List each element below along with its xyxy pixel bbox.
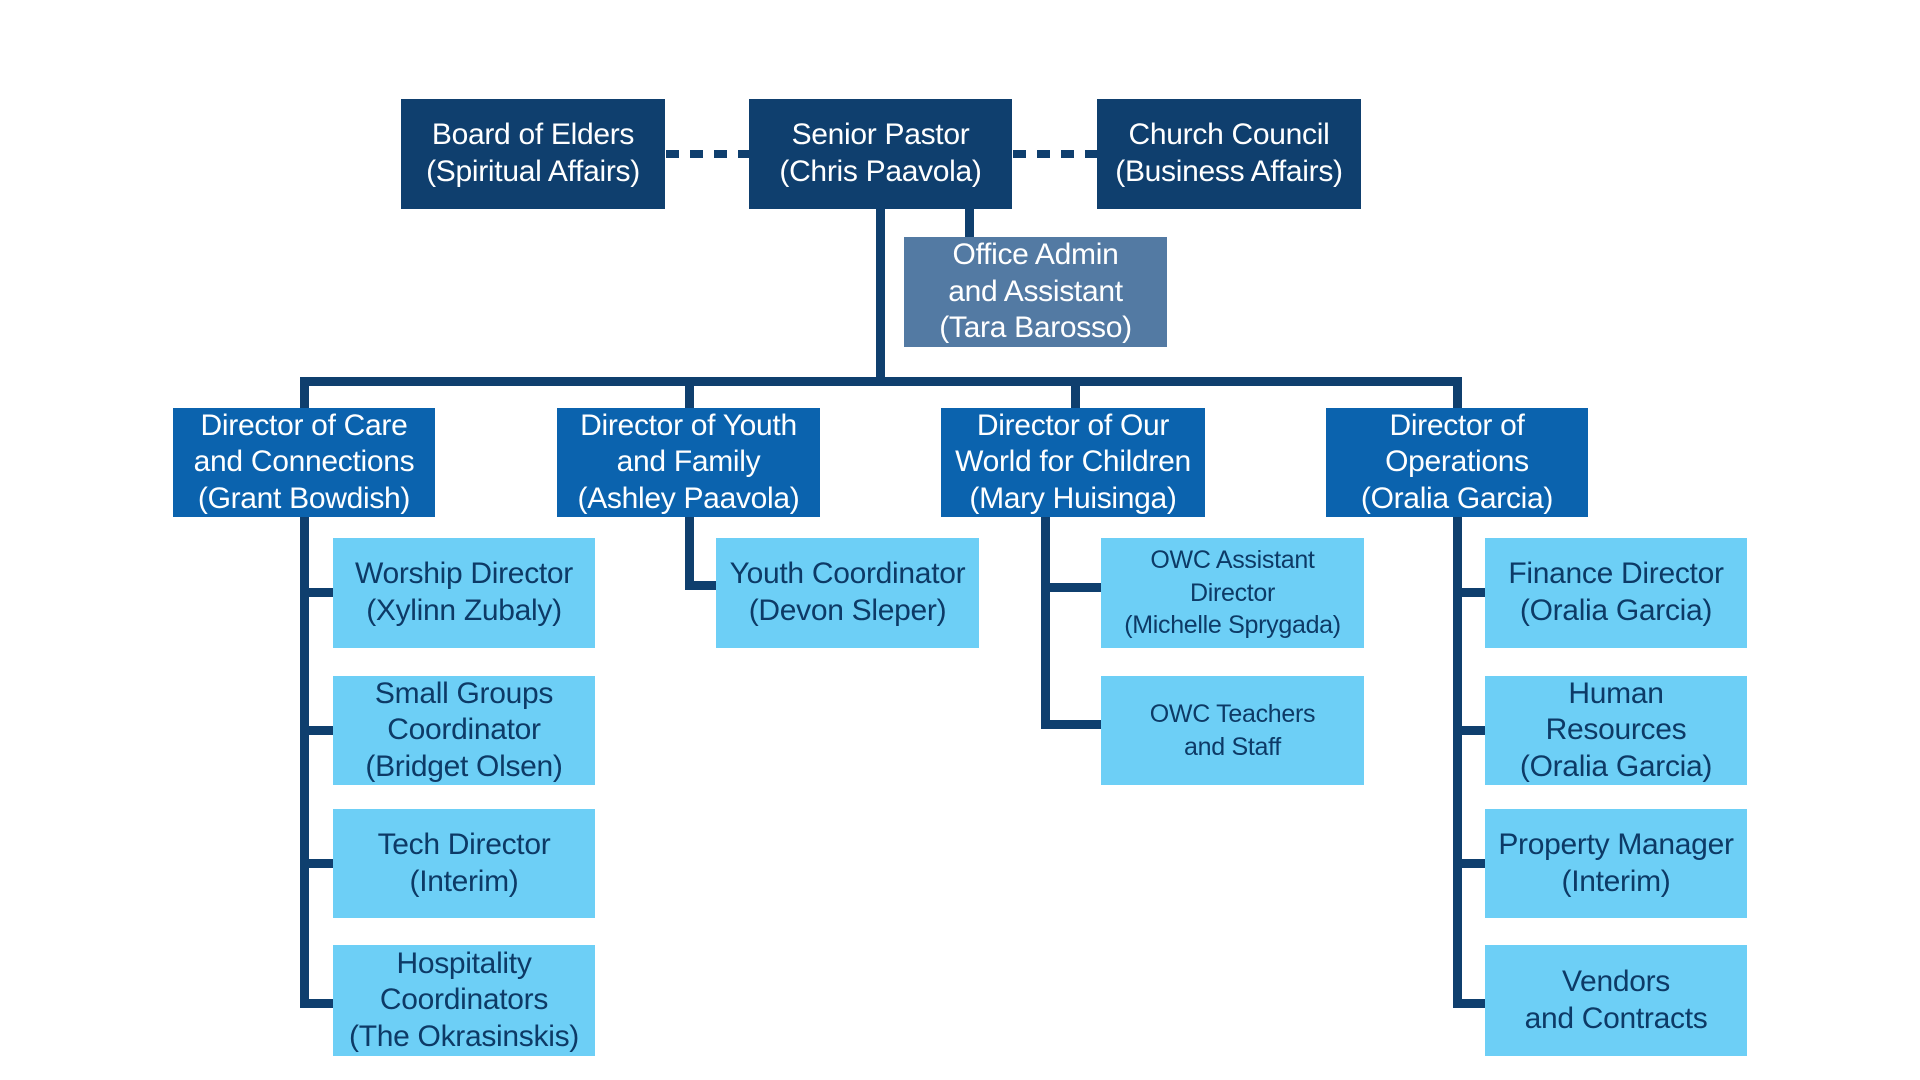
box-line: Human: [1568, 676, 1664, 710]
small-groups-coordinator-box: Small Groups Coordinator (Bridget Olsen): [333, 676, 595, 785]
box-line: and Staff: [1184, 732, 1281, 761]
box-line: and Assistant: [948, 274, 1123, 308]
connector-ops-4: [1453, 999, 1486, 1008]
connector-ops-1: [1453, 588, 1486, 597]
connector-owc-2: [1041, 720, 1102, 729]
connector-care-2: [300, 726, 334, 735]
box-line: Resources: [1545, 713, 1687, 747]
owc-teachers-staff-box: OWC Teachers and Staff: [1101, 676, 1364, 785]
box-line: (Business Affairs): [1115, 155, 1343, 188]
director-youth-box: Director of Youth and Family (Ashley Paa…: [557, 408, 820, 517]
box-line: World for Children: [955, 445, 1191, 479]
box-line: (Ashley Paavola): [577, 481, 800, 515]
box-line: (Interim): [409, 864, 519, 898]
box-line: (Oralia Garcia): [1519, 594, 1713, 627]
hospitality-coordinators-box: Hospitality Coordinators (The Okrasinski…: [333, 945, 595, 1056]
box-line: (Mary Huisinga): [969, 481, 1177, 515]
vendors-contracts-box: Vendors and Contracts: [1485, 945, 1747, 1056]
box-line: Operations: [1385, 445, 1529, 479]
connector-care-3: [300, 859, 334, 868]
connector-ops-3: [1453, 859, 1486, 868]
director-operations-box: Director of Operations (Oralia Garcia): [1326, 408, 1588, 517]
box-line: OWC Teachers: [1149, 700, 1316, 728]
dotted-connector-pastor-council: [1013, 150, 1097, 158]
connector-youth-1: [685, 581, 716, 590]
connector-director-owc: [1071, 377, 1080, 409]
box-line: (Grant Bowdish): [197, 481, 411, 515]
connector-care-vertical: [300, 516, 309, 1008]
connector-care-1: [300, 588, 334, 597]
box-line: (Xylinn Zubaly): [366, 594, 562, 627]
box-line: Church Council: [1128, 118, 1330, 152]
finance-director-box: Finance Director (Oralia Garcia): [1485, 538, 1747, 648]
church-council-box: Church Council (Business Affairs): [1097, 99, 1361, 209]
box-line: Vendors: [1562, 964, 1670, 998]
connector-admin: [965, 209, 974, 238]
box-line: Coordinators: [379, 983, 549, 1017]
box-line: Director: [1189, 578, 1276, 607]
box-line: (Oralia Garcia): [1519, 749, 1713, 783]
connector-owc-1: [1041, 583, 1102, 592]
connector-owc-vertical: [1041, 516, 1050, 729]
property-manager-box: Property Manager (Interim): [1485, 809, 1747, 918]
dotted-connector-elders-pastor: [666, 150, 749, 158]
box-line: Coordinator: [387, 713, 541, 747]
box-line: (Spiritual Affairs): [426, 155, 640, 188]
connector-director-youth: [685, 377, 694, 409]
connector-director-bar: [300, 377, 1462, 386]
box-line: Youth Coordinator: [729, 557, 966, 591]
tech-director-box: Tech Director (Interim): [333, 809, 595, 918]
connector-care-4: [300, 999, 334, 1008]
box-line: (Oralia Garcia): [1360, 481, 1554, 515]
box-line: and Family: [616, 445, 761, 479]
box-line: (Tara Barosso): [939, 311, 1132, 345]
box-line: (Chris Paavola): [779, 155, 982, 188]
human-resources-box: Human Resources (Oralia Garcia): [1485, 676, 1747, 785]
box-line: (Michelle Sprygada): [1124, 611, 1341, 640]
box-line: Board of Elders: [431, 118, 635, 152]
owc-assistant-director-box: OWC Assistant Director (Michelle Sprygad…: [1101, 538, 1364, 648]
box-line: Director of Care: [200, 408, 408, 442]
senior-pastor-box: Senior Pastor (Chris Paavola): [749, 99, 1012, 209]
box-line: Property Manager: [1498, 827, 1734, 861]
connector-director-care: [300, 377, 309, 409]
connector-ops-vertical: [1453, 516, 1462, 1008]
box-line: Office Admin: [952, 238, 1119, 272]
director-care-box: Director of Care and Connections (Grant …: [173, 408, 435, 517]
box-line: and Contracts: [1524, 1001, 1708, 1035]
box-line: Small Groups: [374, 676, 554, 710]
box-line: Director of Our: [976, 408, 1170, 442]
youth-coordinator-box: Youth Coordinator (Devon Sleper): [716, 538, 979, 648]
director-owc-box: Director of Our World for Children (Mary…: [941, 408, 1205, 517]
box-line: Director of Youth: [580, 408, 797, 442]
box-line: OWC Assistant: [1150, 546, 1315, 575]
office-admin-box: Office Admin and Assistant (Tara Barosso…: [904, 237, 1167, 347]
connector-youth-vertical: [685, 516, 694, 590]
box-line: Finance Director: [1508, 557, 1724, 591]
box-line: (Interim): [1561, 864, 1671, 898]
box-line: (Devon Sleper): [748, 594, 947, 627]
box-line: Worship Director: [354, 557, 574, 591]
connector-ops-2: [1453, 726, 1486, 735]
box-line: Tech Director: [377, 827, 551, 861]
box-line: Senior Pastor: [791, 118, 970, 152]
board-of-elders-box: Board of Elders (Spiritual Affairs): [401, 99, 665, 209]
box-line: (Bridget Olsen): [365, 749, 563, 783]
worship-director-box: Worship Director (Xylinn Zubaly): [333, 538, 595, 648]
box-line: Hospitality: [396, 946, 532, 980]
connector-trunk: [876, 209, 885, 386]
box-line: Director of: [1389, 408, 1525, 442]
box-line: and Connections: [193, 445, 415, 479]
box-line: (The Okrasinskis): [349, 1019, 579, 1053]
connector-director-ops: [1453, 377, 1462, 409]
